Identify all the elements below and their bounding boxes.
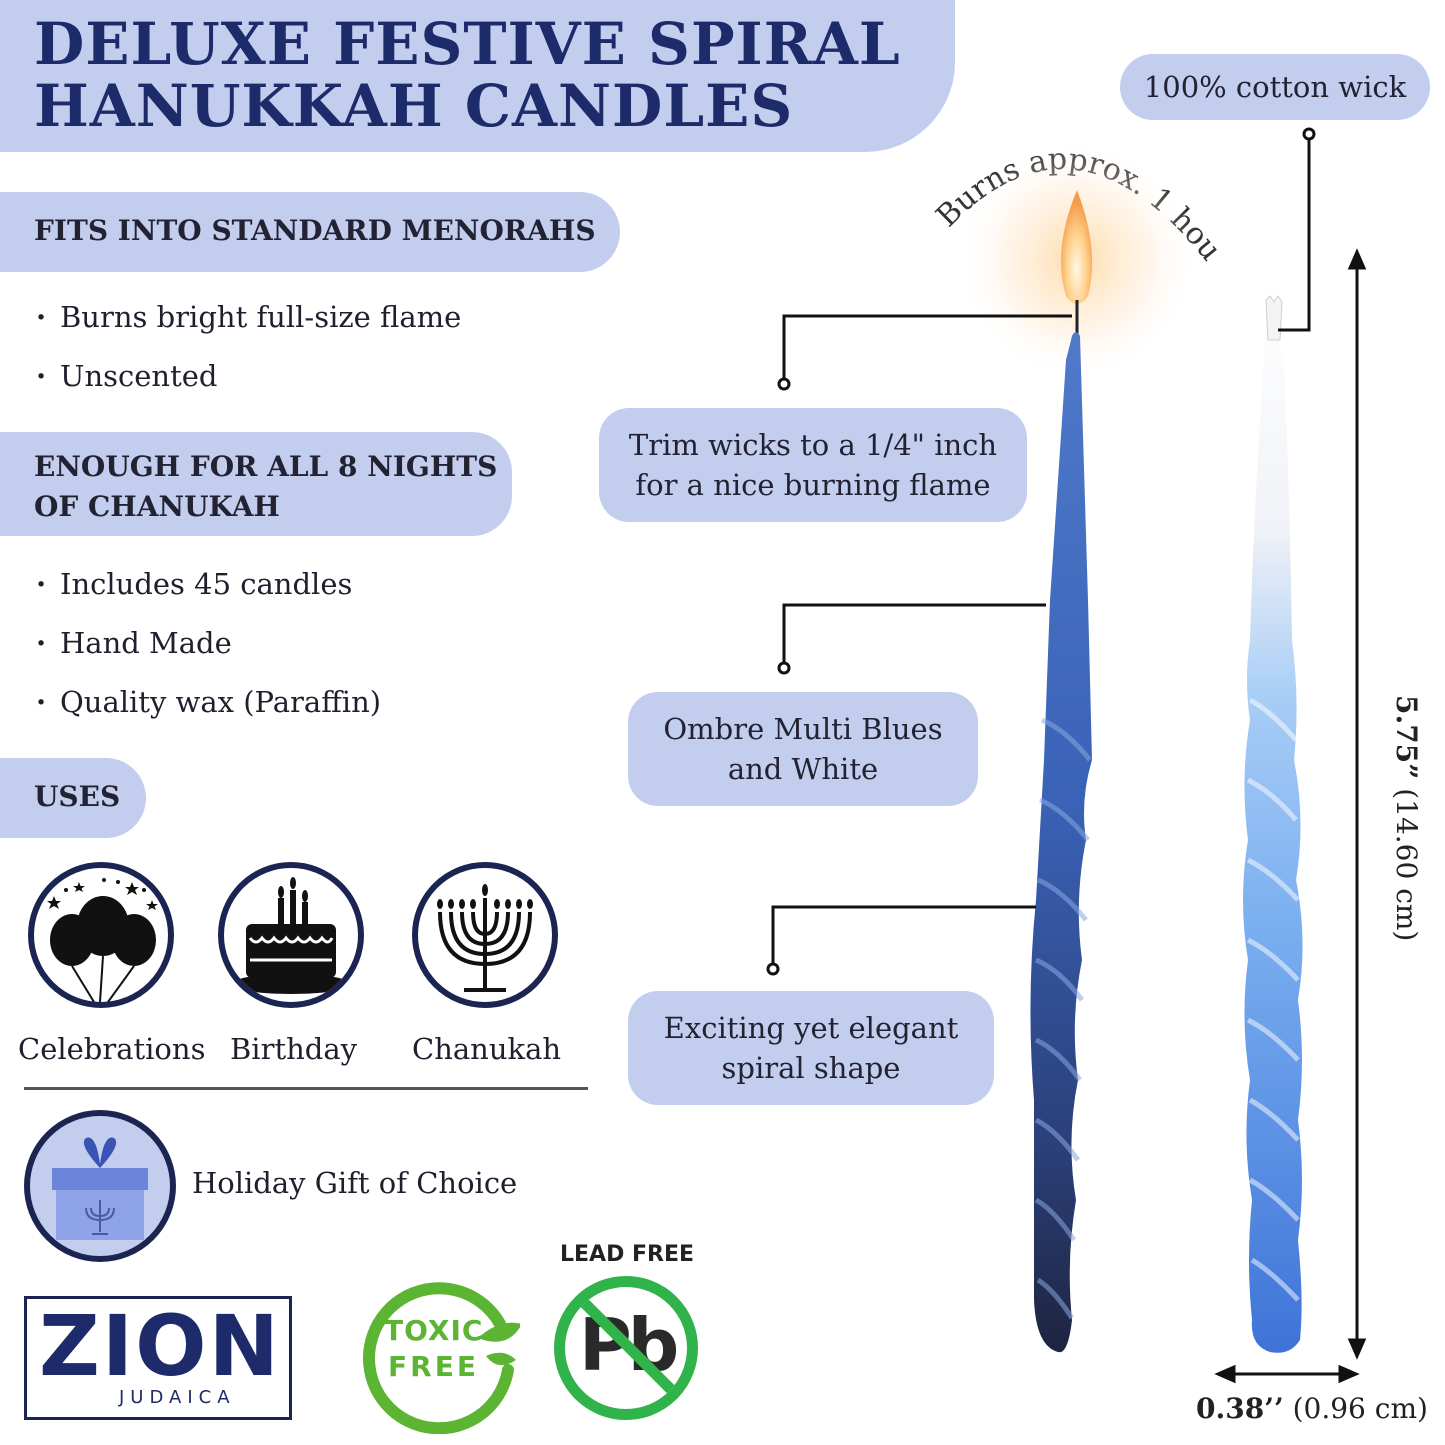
ombre-text-1: Ombre Multi Blues <box>663 712 943 746</box>
bullet-item: ·Unscented <box>36 359 218 393</box>
blue-candle <box>1030 332 1092 1353</box>
use-label-chanukah: Chanukah <box>412 1032 562 1066</box>
section-enough-heading-2: OF CHANUKAH <box>34 490 280 523</box>
bullet-text: Includes 45 candles <box>60 567 353 601</box>
toxic-label: TOXIC <box>384 1314 484 1347</box>
section-enough-heading-1: ENOUGH FOR ALL 8 NIGHTS <box>34 450 498 483</box>
blue-candle-spiral <box>1034 717 1092 1320</box>
bullet-text: Quality wax (Paraffin) <box>60 685 382 719</box>
wick-callout: 100% cotton wick <box>1120 54 1430 120</box>
width-dimension-arrow <box>1214 1364 1360 1384</box>
brand-sub: JUDAICA <box>119 1387 236 1408</box>
title-banner: DELUXE FESTIVE SPIRAL HANUKKAH CANDLES <box>0 0 955 152</box>
trim-callout: Trim wicks to a 1/4" inch for a nice bur… <box>599 408 1027 522</box>
section-fits-heading: FITS INTO STANDARD MENORAHS <box>34 214 596 247</box>
spiral-callout: Exciting yet elegant spiral shape <box>628 991 994 1105</box>
spiral-text-1: Exciting yet elegant <box>663 1011 959 1045</box>
bullet-item: ·Hand Made <box>36 626 232 660</box>
section-uses-header: USES <box>0 758 146 838</box>
section-uses-heading: USES <box>34 780 121 813</box>
title-line-1: DELUXE FESTIVE SPIRAL <box>34 10 901 78</box>
height-metric: (14.60 cm) <box>1390 779 1423 942</box>
lead-free-label: LEAD FREE <box>560 1242 695 1267</box>
light-candle-spiral <box>1246 697 1300 1302</box>
bullet-text: Unscented <box>60 359 218 393</box>
height-value: 5.75” <box>1390 695 1423 780</box>
bullet-item: ·Includes 45 candles <box>36 567 353 601</box>
height-dimension-arrow <box>1347 248 1367 1360</box>
divider <box>24 1087 588 1090</box>
use-label-celebrations: Celebrations <box>18 1032 206 1066</box>
width-dimension-label: 0.38’’ (0.96 cm) <box>1196 1392 1428 1425</box>
gift-box-icon <box>24 1110 176 1262</box>
bullet-text: Burns bright full-size flame <box>60 300 462 334</box>
toxic-free-badge: TOXIC FREE <box>360 1274 520 1434</box>
lead-free-badge: Pb <box>554 1276 698 1420</box>
menorah-icon <box>412 862 558 1008</box>
birthday-cake-icon <box>218 862 364 1008</box>
bullet-item: ·Quality wax (Paraffin) <box>36 685 382 719</box>
brand-logo: ZION JUDAICA <box>24 1296 292 1420</box>
toxic-free-ring-icon <box>363 1282 520 1434</box>
spiral-text-2: spiral shape <box>721 1051 901 1085</box>
width-metric: (0.96 cm) <box>1283 1392 1428 1425</box>
trim-text-2: for a nice burning flame <box>635 468 991 502</box>
bullet-text: Hand Made <box>60 626 232 660</box>
wick-text: 100% cotton wick <box>1143 70 1407 104</box>
flame-icon <box>1060 190 1093 304</box>
light-candle <box>1243 296 1303 1353</box>
section-fits-header: FITS INTO STANDARD MENORAHS <box>0 192 620 272</box>
leader-lines <box>771 138 1311 965</box>
ombre-callout: Ombre Multi Blues and White <box>628 692 978 806</box>
brand-name: ZION <box>39 1297 281 1395</box>
section-enough-header: ENOUGH FOR ALL 8 NIGHTS OF CHANUKAH <box>0 432 512 536</box>
title-line-2: HANUKKAH CANDLES <box>34 72 794 140</box>
width-value: 0.38’’ <box>1196 1392 1284 1425</box>
use-label-birthday: Birthday <box>230 1032 358 1066</box>
height-dimension-label: 5.75” (14.60 cm) <box>1386 695 1426 941</box>
free-label: FREE <box>388 1350 479 1383</box>
balloons-icon <box>28 862 174 1008</box>
gift-label: Holiday Gift of Choice <box>192 1166 518 1200</box>
trim-text-1: Trim wicks to a 1/4" inch <box>628 428 998 462</box>
leader-line-dots <box>766 127 1316 976</box>
ombre-text-2: and White <box>727 752 879 786</box>
bullet-item: ·Burns bright full-size flame <box>36 300 462 334</box>
unlit-wick <box>1265 295 1283 341</box>
